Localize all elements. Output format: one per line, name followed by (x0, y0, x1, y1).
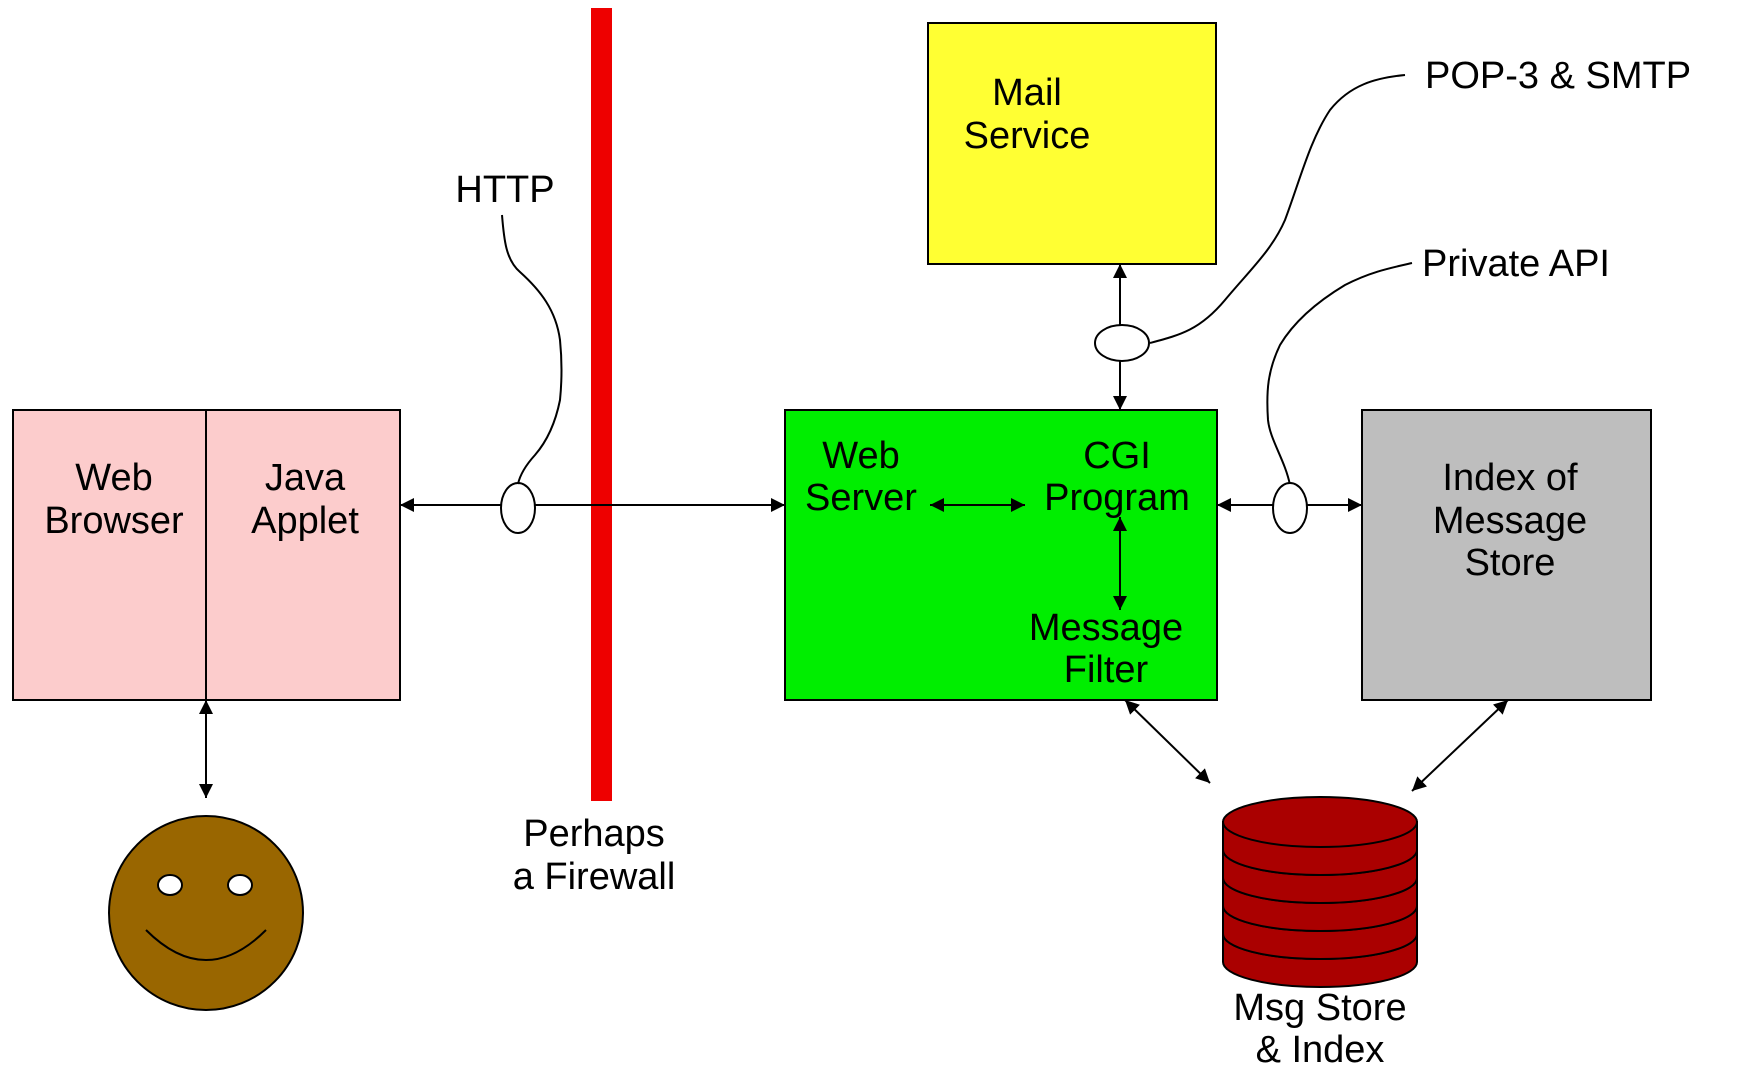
firewall-label-1: Perhaps (523, 813, 665, 855)
message-filter-label-1: Message (1029, 607, 1183, 649)
applet-label-2: Applet (251, 500, 359, 542)
http-callout-line (501, 214, 563, 485)
browser-label-1: Web (75, 457, 152, 499)
left-eye (157, 874, 183, 896)
web-server-box (784, 409, 1218, 701)
firewall-label-2: a Firewall (513, 856, 676, 898)
index-msgstore-arrow (1411, 699, 1509, 792)
message-filter-label-2: Filter (1064, 649, 1149, 691)
private-api-connector-ring (1272, 482, 1308, 534)
private-api-callout-line (1266, 262, 1413, 486)
filter-msgstore-arrow (1124, 699, 1211, 784)
cgi-label-1: CGI (1083, 435, 1151, 477)
smile-mouth (145, 929, 267, 961)
smiley-face-icon (108, 815, 304, 1011)
index-store-box (1361, 409, 1652, 701)
web-server-label-1: Web (822, 435, 899, 477)
mail-service-box (927, 22, 1217, 265)
browser-label-2: Browser (44, 500, 184, 542)
web-server-label-2: Server (805, 477, 917, 519)
index-store-label-1: Index of (1442, 457, 1578, 499)
firewall-bar (591, 8, 612, 801)
cgi-label-2: Program (1044, 477, 1190, 519)
db-disk-top (1222, 796, 1418, 848)
face-circle (108, 815, 304, 1011)
mail-service-label-1: Mail (992, 72, 1062, 114)
pop3-callout-line (1149, 74, 1406, 344)
pop3-label: POP-3 & SMTP (1425, 55, 1691, 97)
private-api-label: Private API (1422, 243, 1610, 285)
http-connector-ring (500, 482, 536, 534)
applet-label-1: Java (265, 457, 346, 499)
msg-store-label-1: Msg Store (1233, 987, 1406, 1029)
right-eye (227, 874, 253, 896)
msg-store-label-2: & Index (1256, 1029, 1385, 1070)
browser-applet-box: Web Browser Java Applet (12, 409, 401, 701)
index-store-label-2: Message (1433, 500, 1587, 542)
mail-service-label-2: Service (964, 115, 1091, 157)
http-label: HTTP (455, 169, 554, 211)
index-store-label-3: Store (1465, 542, 1556, 584)
database-icon (1222, 796, 1418, 988)
pop3-connector-ring (1094, 324, 1150, 362)
